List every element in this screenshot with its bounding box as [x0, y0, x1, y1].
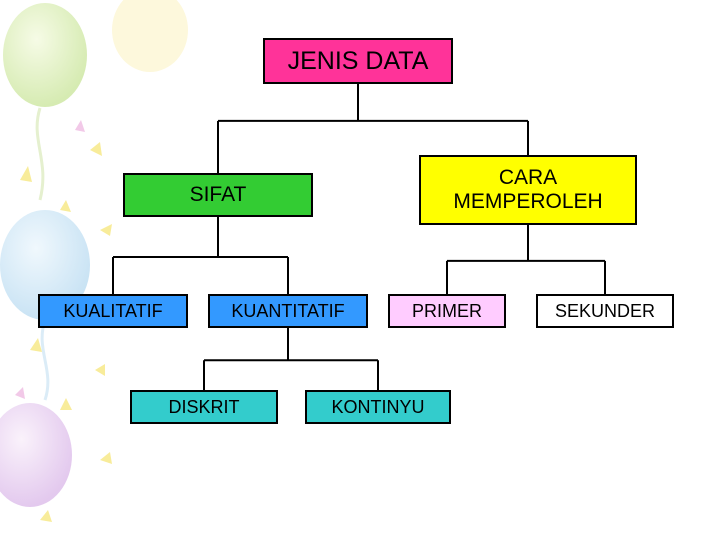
node-kuantitatif: KUANTITATIF — [208, 294, 368, 328]
node-sekunder: SEKUNDER — [536, 294, 674, 328]
node-sifat: SIFAT — [123, 173, 313, 217]
balloon-green — [3, 3, 87, 201]
balloon-blue — [0, 210, 90, 401]
node-kualitatif: KUALITATIF — [38, 294, 188, 328]
balloon-purple — [0, 403, 72, 507]
node-cara-memperoleh: CARA MEMPEROLEH — [419, 155, 637, 225]
confetti-pink — [15, 120, 85, 399]
confetti-streamers — [20, 142, 112, 522]
balloon-yellow-left — [112, 0, 188, 72]
node-kontinyu: KONTINYU — [305, 390, 451, 424]
node-jenis-data: JENIS DATA — [263, 38, 453, 84]
node-diskrit: DISKRIT — [130, 390, 278, 424]
node-primer: PRIMER — [388, 294, 506, 328]
